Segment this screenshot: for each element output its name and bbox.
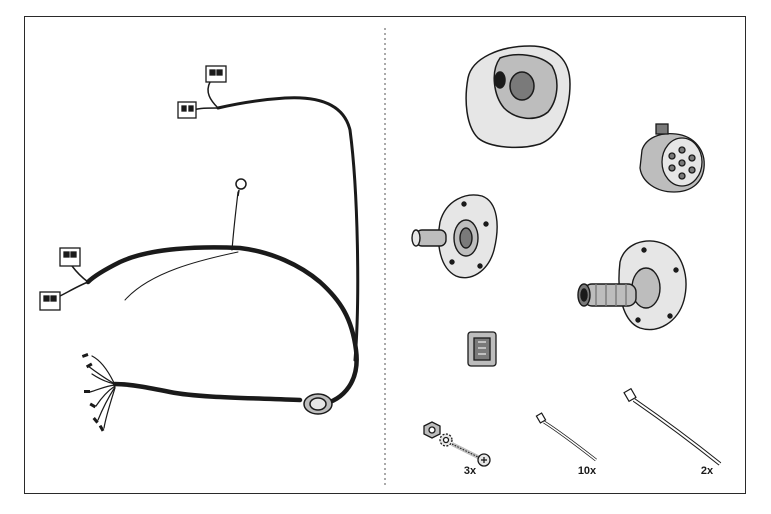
harness-main-cable — [112, 381, 303, 403]
small-tie-quantity-label: 10x — [578, 465, 597, 477]
harness-connector-left-a — [59, 247, 81, 267]
bolt-quantity-label: 3x — [464, 465, 477, 477]
wiring-harness — [59, 81, 360, 429]
harness-upper-loop — [216, 96, 360, 362]
harness-connector-top-a — [205, 65, 227, 83]
socket-housing-icon — [465, 45, 571, 149]
mounting-plate-seal-icon — [411, 194, 498, 279]
wire-tips — [81, 353, 105, 432]
harness-connector-top-b — [177, 101, 197, 119]
ring-terminal-icon — [235, 178, 247, 197]
trailer-socket-icon — [639, 123, 705, 193]
large-cable-tie-icon — [623, 387, 722, 466]
harness-connector-left-b — [39, 291, 61, 311]
mounting-plate-ribbed-seal-icon — [577, 240, 687, 331]
large-tie-quantity-label: 2x — [701, 465, 714, 477]
wiring-module-icon — [467, 331, 497, 367]
diagram-frame — [24, 16, 746, 494]
bolt-nut-washer-icon — [423, 421, 491, 467]
cable-grommet-icon — [303, 393, 333, 415]
ground-wire — [231, 191, 239, 251]
small-cable-tie-icon — [535, 412, 597, 462]
